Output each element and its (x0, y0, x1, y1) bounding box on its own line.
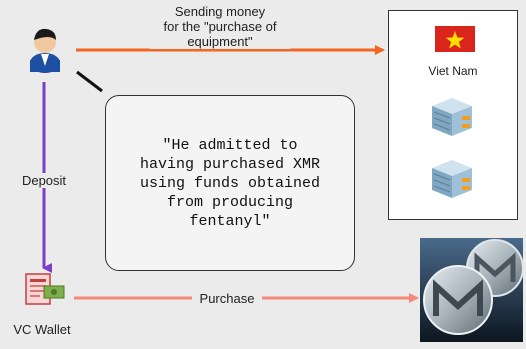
vietnam-flag-icon (435, 26, 475, 52)
quote-box: "He admitted to having purchased XMR usi… (105, 95, 355, 271)
quote-text: "He admitted to having purchased XMR usi… (139, 136, 321, 230)
send-money-label: Sending money for the "purchase of equip… (150, 4, 290, 49)
wallet-label: VC Wallet (13, 322, 71, 337)
user-quote-connector (76, 70, 103, 93)
server-icon (432, 160, 472, 198)
user-icon (30, 28, 60, 73)
server-icon (432, 98, 472, 136)
wallet-icon (25, 273, 65, 305)
country-label: Viet Nam (428, 64, 478, 78)
deposit-label: Deposit (16, 173, 72, 188)
monero-coin-icon (420, 238, 524, 342)
purchase-label: Purchase (192, 291, 262, 306)
